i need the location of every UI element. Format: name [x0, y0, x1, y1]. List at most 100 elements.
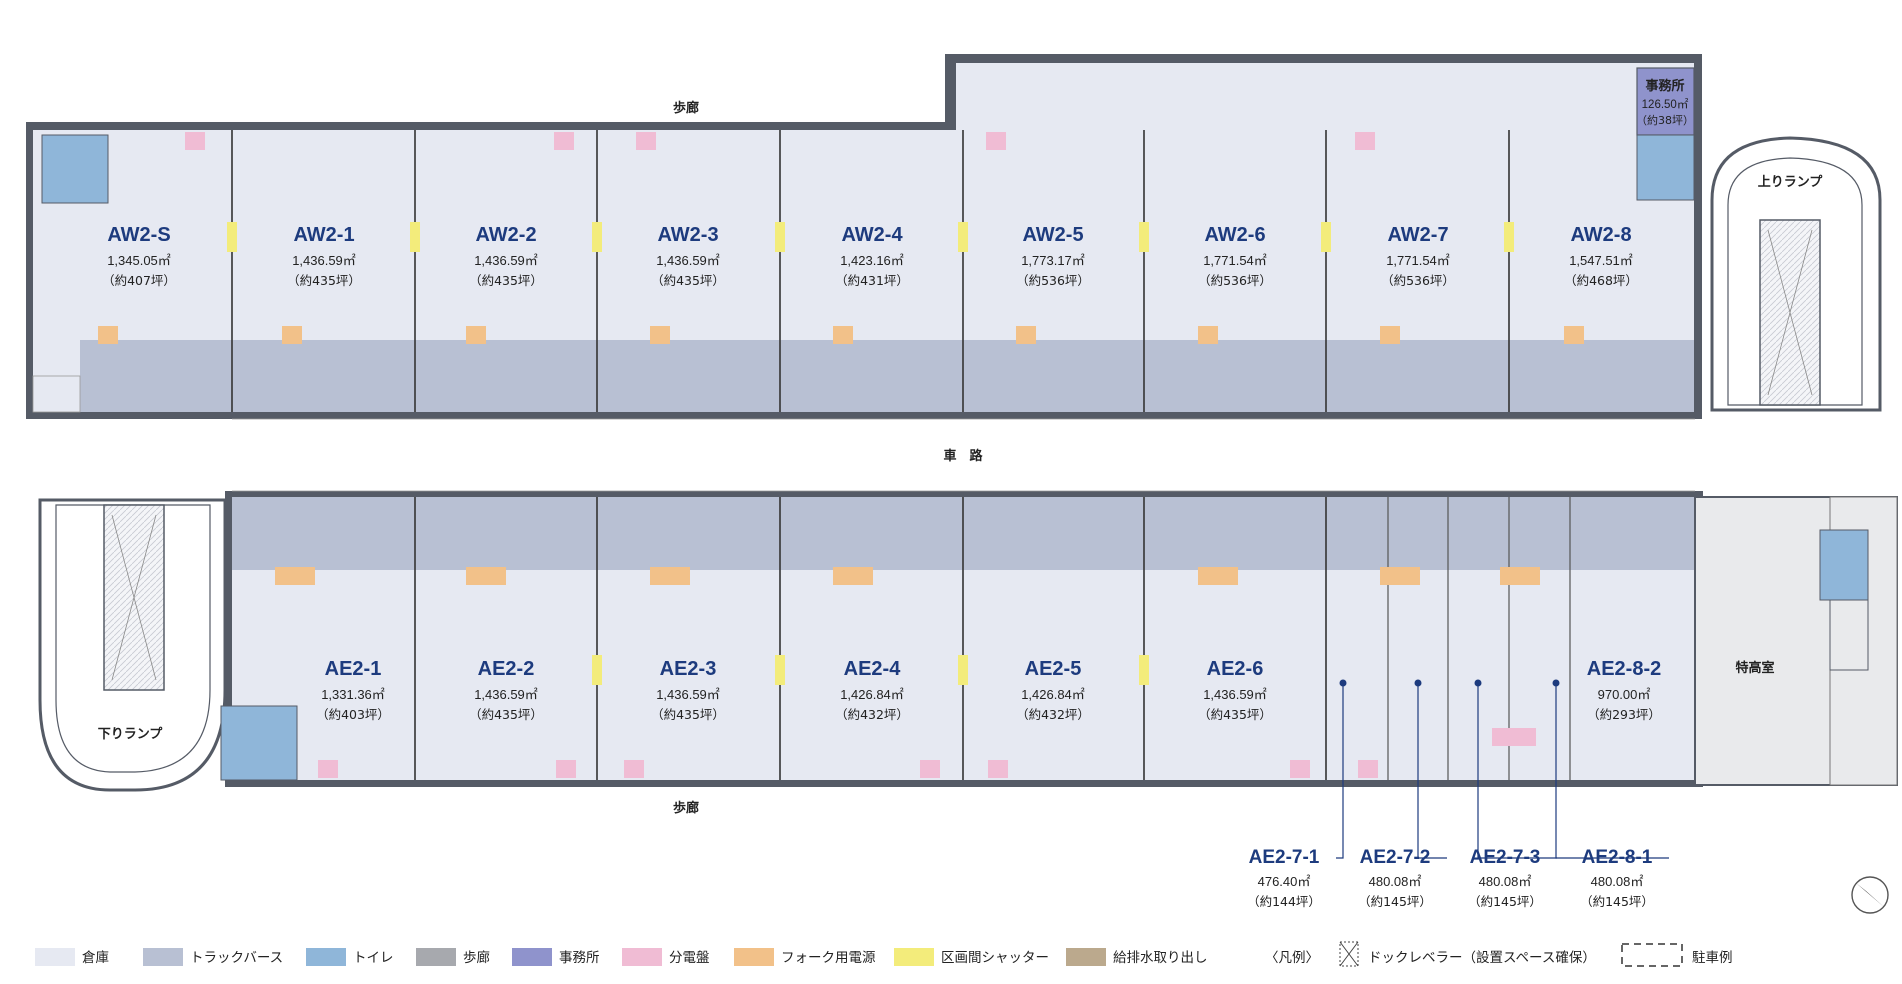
unit-area: 1,436.59㎡ — [474, 687, 538, 702]
panel-marker — [1358, 760, 1378, 778]
unit-area: 1,426.84㎡ — [1021, 687, 1085, 702]
shutter-marker — [1504, 222, 1514, 252]
ramp-up — [1710, 136, 1882, 412]
shutter-marker — [775, 222, 785, 252]
callout-tsubo: （約145坪） — [1468, 894, 1542, 909]
unit-tsubo: （約293坪） — [1587, 707, 1661, 722]
panel-marker — [1290, 760, 1310, 778]
shutter-marker — [592, 655, 602, 685]
fork-power-marker — [466, 326, 486, 344]
shutter-marker — [958, 222, 968, 252]
legend-swatch — [622, 948, 662, 966]
legend-label: 区画間シャッター — [941, 950, 1049, 966]
legend-swatch — [416, 948, 456, 966]
office-tsubo: （約38坪） — [1636, 113, 1694, 127]
unit-area: 1,423.16㎡ — [840, 253, 904, 268]
shutter-marker — [958, 655, 968, 685]
legend-label: 事務所 — [559, 950, 600, 966]
legend-swatch — [734, 948, 774, 966]
unit-name: AW2-S — [107, 224, 170, 246]
panel-marker — [988, 760, 1008, 778]
legend: 倉庫 トラックバース トイレ 歩廊 事務所 分電盤 フォーク用電源 区画間シャッ… — [35, 941, 1733, 967]
fork-power-marker — [282, 326, 302, 344]
ramp-down — [38, 498, 227, 792]
south-block — [225, 491, 1898, 787]
callout-name: AE2-7-3 — [1470, 847, 1541, 868]
legend-label: トイレ — [353, 950, 394, 966]
unit-area: 1,436.59㎡ — [656, 687, 720, 702]
unit-tsubo: （約407坪） — [102, 273, 176, 288]
unit-name: AE2-4 — [844, 658, 902, 680]
unit-tsubo: （約468坪） — [1564, 273, 1638, 288]
callout-tsubo: （約145坪） — [1580, 894, 1654, 909]
fork-power-marker — [466, 567, 506, 585]
unit-area: 1,436.59㎡ — [656, 253, 720, 268]
unit-area: 1,426.84㎡ — [840, 687, 904, 702]
corridor-label-top: 歩廊 — [673, 100, 699, 116]
road-label: 車 路 — [943, 448, 983, 464]
fork-power-marker — [98, 326, 118, 344]
unit-tsubo: （約431坪） — [835, 273, 909, 288]
unit-tsubo: （約432坪） — [835, 707, 909, 722]
shutter-marker — [1139, 222, 1149, 252]
legend-label: ドックレベラー（設置スペース確保） — [1368, 950, 1596, 966]
callout-area: 480.08㎡ — [1369, 874, 1422, 889]
unit-name: AW2-6 — [1204, 224, 1265, 246]
unit-area: 1,436.59㎡ — [474, 253, 538, 268]
callout-name: AE2-7-2 — [1360, 847, 1431, 868]
fork-power-marker — [275, 567, 315, 585]
office-label: 事務所 — [1645, 78, 1684, 94]
unit-tsubo: （約435坪） — [287, 273, 361, 288]
unit-tsubo: （約435坪） — [1198, 707, 1272, 722]
panel-marker — [554, 132, 574, 150]
unit-name: AE2-5 — [1025, 658, 1082, 680]
panel-marker — [1492, 728, 1536, 746]
callout-area: 480.08㎡ — [1591, 874, 1644, 889]
unit-area: 1,771.54㎡ — [1386, 253, 1450, 268]
callout-area: 476.40㎡ — [1258, 874, 1311, 889]
unit-name: AW2-1 — [293, 224, 354, 246]
south-unit-labels: AE2-1 1,331.36㎡ （約403坪） AE2-2 1,436.59㎡ … — [316, 658, 1661, 722]
special-room-label: 特高室 — [1735, 660, 1774, 676]
office-room — [1636, 67, 1695, 136]
legend-label: 給排水取り出し — [1113, 950, 1208, 966]
parking-sample-icon — [1621, 943, 1683, 967]
office-labels: 事務所 126.50㎡ （約38坪） — [1636, 78, 1694, 127]
panel-marker — [1355, 132, 1375, 150]
legend-label: 倉庫 — [82, 950, 109, 966]
legend-title: 〈凡例〉 — [1265, 950, 1319, 966]
fork-power-marker — [1500, 567, 1540, 585]
unit-area: 1,547.51㎡ — [1569, 253, 1633, 268]
panel-marker — [986, 132, 1006, 150]
legend-label: 駐車例 — [1692, 950, 1733, 966]
toilet-sw — [220, 705, 298, 781]
toilet-se — [1819, 529, 1869, 601]
unit-area: 1,436.59㎡ — [1203, 687, 1267, 702]
legend-swatch — [1066, 948, 1106, 966]
unit-name: AW2-4 — [841, 224, 903, 246]
callout-name: AE2-8-1 — [1582, 847, 1653, 868]
unit-tsubo: （約536坪） — [1016, 273, 1090, 288]
legend-swatch — [143, 948, 183, 966]
unit-tsubo: （約403坪） — [316, 707, 390, 722]
unit-area: 1,436.59㎡ — [292, 253, 356, 268]
shutter-marker — [775, 655, 785, 685]
unit-tsubo: （約536坪） — [1381, 273, 1455, 288]
unit-name: AE2-8-2 — [1587, 658, 1661, 680]
dock-leveler-icon — [1339, 941, 1359, 967]
fork-power-marker — [1564, 326, 1584, 344]
unit-tsubo: （約435坪） — [651, 273, 725, 288]
fork-power-marker — [833, 326, 853, 344]
shutter-marker — [410, 222, 420, 252]
north-unit-labels: AW2-S 1,345.05㎡ （約407坪） AW2-1 1,436.59㎡ … — [102, 224, 1638, 288]
ramp-down-label: 下りランプ — [98, 727, 164, 742]
panel-marker — [636, 132, 656, 150]
unit-tsubo: （約435坪） — [469, 707, 543, 722]
panel-marker — [556, 760, 576, 778]
office-area: 126.50㎡ — [1642, 98, 1689, 111]
unit-area: 1,773.17㎡ — [1021, 253, 1085, 268]
callout-leader — [1477, 683, 1557, 859]
ramp-up-label: 上りランプ — [1758, 175, 1824, 190]
unit-tsubo: （約435坪） — [469, 273, 543, 288]
unit-area: 970.00㎡ — [1598, 687, 1651, 702]
